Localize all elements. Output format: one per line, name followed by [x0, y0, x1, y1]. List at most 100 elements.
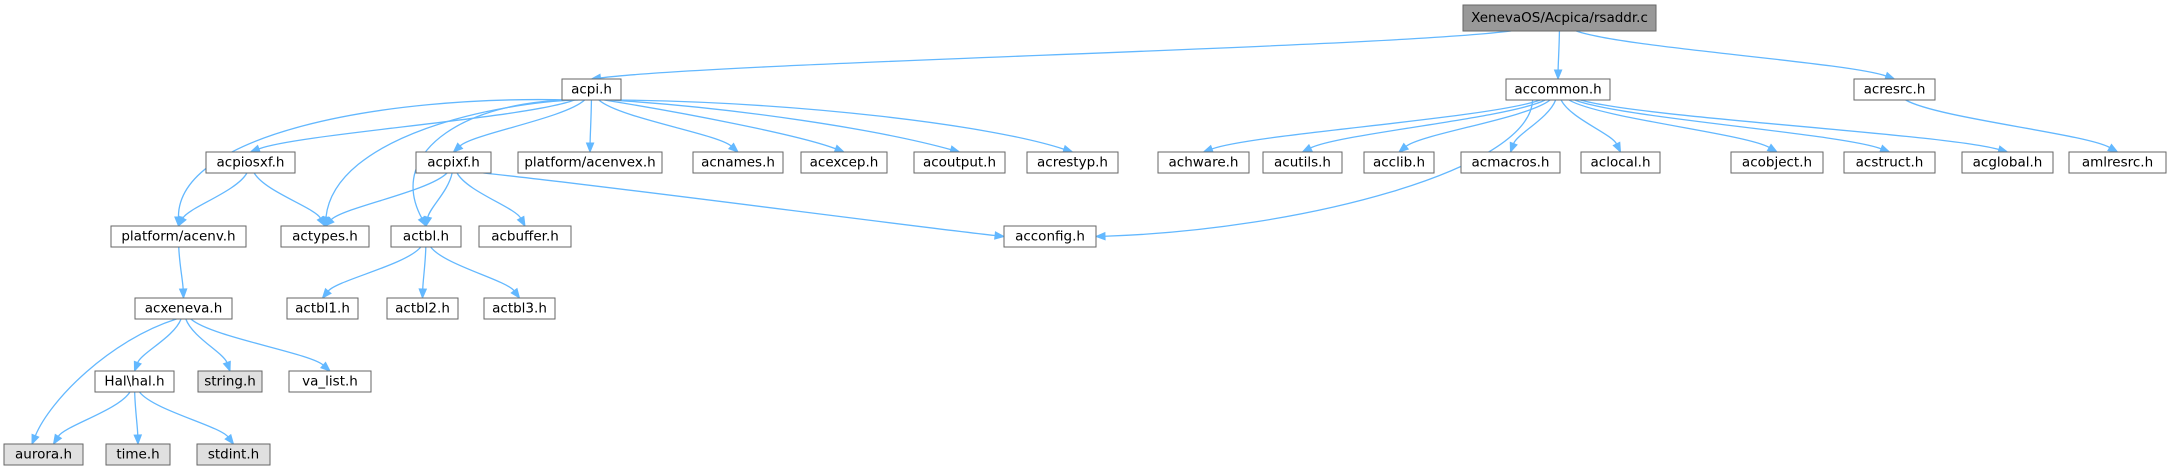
node-acutils[interactable]: acutils.h [1262, 151, 1343, 174]
node-box [1262, 151, 1343, 174]
node-acpixf[interactable]: acpixf.h [415, 151, 492, 174]
edge-line [430, 246, 515, 292]
node-acobject[interactable]: acobject.h [1730, 151, 1824, 174]
edge-accommon-to-achware [1202, 99, 1541, 153]
node-box [1961, 151, 2054, 174]
edge-arrowhead [319, 361, 332, 372]
edge-line [1513, 99, 1557, 144]
edge-arrowhead [133, 360, 142, 373]
edge-line [1568, 99, 1770, 149]
edge-line [178, 246, 184, 290]
node-label: achware.h [1169, 155, 1239, 171]
node-valist[interactable]: va_list.h [288, 370, 372, 393]
node-acxeneva[interactable]: acxeneva.h [134, 297, 233, 320]
node-label: aclocal.h [1591, 155, 1651, 171]
edge-line [412, 99, 584, 219]
node-aclocal[interactable]: aclocal.h [1580, 151, 1661, 174]
node-actbl3[interactable]: actbl3.h [483, 297, 556, 320]
edge-arrowhead [222, 360, 231, 373]
edge-line [422, 246, 427, 290]
edge-line [600, 30, 1512, 79]
edge-acpixf-to-acconfig [483, 172, 1006, 240]
node-amlresrc[interactable]: amlresrc.h [2068, 151, 2167, 174]
node-label: acbuffer.h [491, 229, 559, 245]
edge-arrowhead [2107, 143, 2119, 153]
node-achware[interactable]: achware.h [1157, 151, 1250, 174]
node-acconfig[interactable]: acconfig.h [1003, 225, 1097, 248]
edge-line [1905, 99, 2111, 149]
node-acresrc[interactable]: acresrc.h [1853, 78, 1936, 101]
node-acexcep[interactable]: acexcep.h [800, 151, 888, 174]
node-label: acpiosxf.h [217, 155, 285, 171]
node-label: acglobal.h [1973, 155, 2043, 171]
node-acmacros[interactable]: acmacros.h [1460, 151, 1561, 174]
node-box [483, 297, 556, 320]
node-box [288, 370, 372, 393]
node-box [390, 225, 462, 248]
node-acclib[interactable]: acclib.h [1363, 151, 1435, 174]
edge-line [253, 172, 322, 219]
edge-halh-to-timeh [133, 391, 143, 446]
node-acbuffer[interactable]: acbuffer.h [478, 225, 572, 248]
node-acglobal[interactable]: acglobal.h [1961, 151, 2054, 174]
edge-line [459, 99, 586, 147]
edge-acpiosxf-to-actypes [253, 172, 326, 228]
node-label: Hal\hal.h [104, 374, 164, 390]
edge-line [1405, 99, 1551, 147]
node-label: XenevaOS/Acpica/rsaddr.c [1471, 10, 1648, 26]
node-label: acpixf.h [427, 155, 480, 171]
edge-accommon-to-acconfig [1094, 99, 1534, 241]
edge-accommon-to-acclib [1397, 99, 1551, 153]
edge-arrowhead [833, 144, 846, 153]
node-acpiosxf[interactable]: acpiosxf.h [205, 151, 296, 174]
edge-acpi-to-acrestyp [615, 99, 1074, 154]
edge-arrowhead [321, 287, 332, 300]
node-box [386, 297, 459, 320]
node-label: acutils.h [1274, 155, 1331, 171]
edge-acpixf-to-acbuffer [456, 172, 526, 228]
node-box [1730, 151, 1824, 174]
node-acstruct[interactable]: acstruct.h [1843, 151, 1936, 174]
edge-line [190, 318, 324, 366]
edge-actbl-to-actbl2 [418, 246, 428, 300]
node-label: acresrc.h [1864, 82, 1926, 98]
edge-line [182, 172, 248, 219]
edge-line [1576, 30, 1887, 77]
edge-arrowhead [249, 144, 261, 153]
edge-acpi-to-acoutput [609, 99, 961, 154]
edge-halh-to-aurora [52, 391, 131, 446]
node-acenv[interactable]: platform/acenv.h [110, 225, 247, 248]
edges-layer [31, 30, 2119, 446]
node-rsaddr[interactable]: XenevaOS/Acpica/rsaddr.c [1462, 4, 1657, 32]
node-box [1462, 4, 1657, 32]
node-timeh: time.h [105, 443, 171, 466]
edge-arrowhead [324, 216, 335, 227]
edge-acenv-to-acxeneva [178, 246, 188, 300]
node-box [134, 297, 233, 320]
node-acrestyp[interactable]: acrestyp.h [1026, 151, 1119, 174]
node-acnames[interactable]: acnames.h [692, 151, 784, 174]
node-actbl2[interactable]: actbl2.h [386, 297, 459, 320]
edge-acpiosxf-to-acenv [177, 172, 248, 228]
node-acoutput[interactable]: acoutput.h [913, 151, 1006, 174]
node-acpi[interactable]: acpi.h [561, 78, 622, 101]
edge-arrowhead [994, 231, 1006, 240]
edge-rsaddr-to-acpi [590, 30, 1512, 83]
edge-acpi-to-acnames [598, 99, 740, 153]
node-box [196, 443, 271, 466]
node-actypes[interactable]: actypes.h [280, 225, 370, 248]
edge-line [327, 246, 422, 292]
edge-line [57, 391, 131, 437]
node-acenvex[interactable]: platform/acenvex.h [517, 151, 663, 174]
edge-line [1104, 99, 1534, 237]
node-actbl1[interactable]: actbl1.h [286, 297, 359, 320]
node-accommon[interactable]: accommon.h [1505, 78, 1611, 101]
node-halh[interactable]: Hal\hal.h [94, 370, 175, 393]
edge-line [330, 172, 448, 221]
node-stringh: string.h [197, 370, 263, 393]
edge-arrowhead [418, 288, 428, 300]
node-box [280, 225, 370, 248]
node-box [1026, 151, 1119, 174]
edge-line [604, 99, 836, 150]
node-actbl[interactable]: actbl.h [390, 225, 462, 248]
